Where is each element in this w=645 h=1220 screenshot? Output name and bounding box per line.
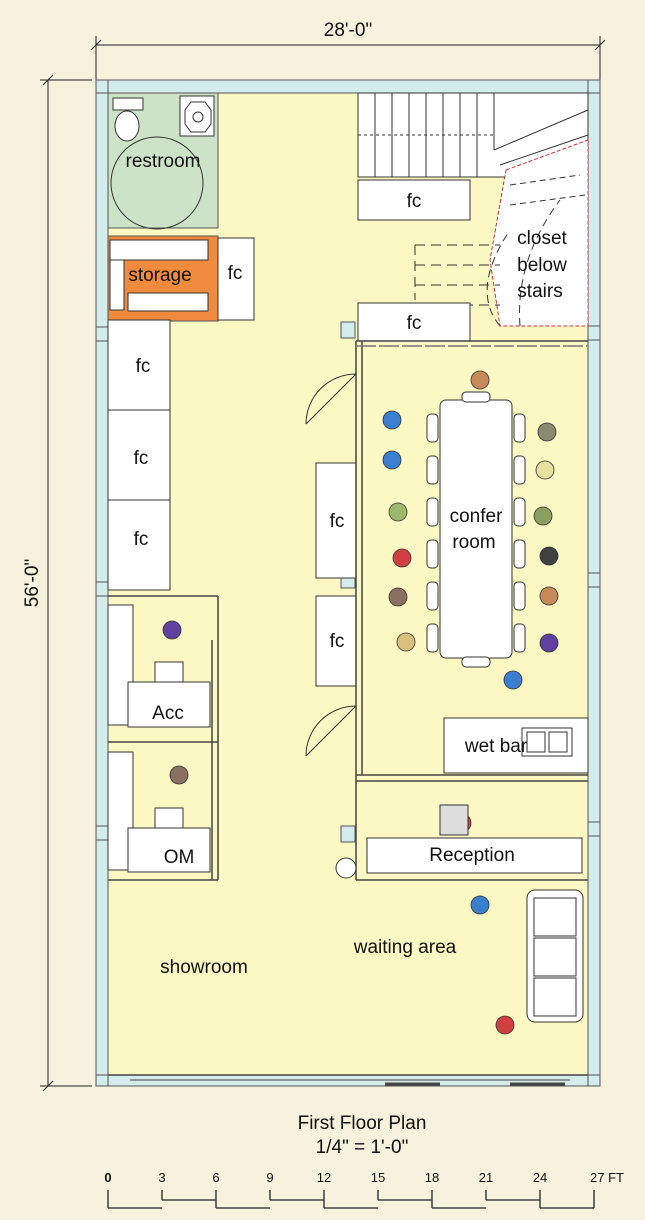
wall-columns: [95, 79, 601, 1087]
plan-scale: 1/4" = 1'-0": [316, 1137, 409, 1158]
closet-below-stairs-area: [414, 139, 589, 327]
filing-cabinets: [107, 179, 471, 687]
storage-label: storage: [128, 265, 191, 286]
interior-walls: [108, 340, 588, 1086]
acc-office-label: Acc: [152, 703, 184, 724]
closet-label-line2: below: [517, 255, 567, 276]
scale-tick-label: 0: [104, 1170, 111, 1185]
fc-label: fc: [228, 263, 243, 284]
scale-tick-label: 6: [212, 1170, 219, 1185]
fc-label: fc: [407, 191, 422, 212]
showroom-label: showroom: [160, 957, 248, 978]
doors: [305, 373, 357, 879]
closet-label-line1: closet: [517, 228, 567, 249]
turning-circle: [110, 136, 204, 230]
width-dimension-label: 28'-0": [324, 20, 372, 41]
fc-label: fc: [134, 448, 149, 469]
reception-desk: [366, 837, 583, 874]
reception-chair: [439, 804, 469, 836]
scale-tick-label: 18: [425, 1170, 439, 1185]
conference-room-label-line2: room: [452, 532, 495, 553]
scale-tick-label: 3: [158, 1170, 165, 1185]
scale-tick-label: 12: [317, 1170, 331, 1185]
closet-label-line3: stairs: [517, 281, 562, 302]
fc-label: fc: [407, 313, 422, 334]
plan-title: First Floor Plan: [298, 1113, 427, 1134]
restroom-label: restroom: [126, 151, 201, 172]
height-dimension-label: 56'-0": [22, 559, 43, 607]
scale-tick-label: 24: [533, 1170, 547, 1185]
fc-label: fc: [330, 511, 345, 532]
toilet-icon: [114, 110, 140, 142]
om-office-label: OM: [164, 847, 195, 868]
sink-basin: [184, 101, 212, 133]
conference-chairs: [426, 391, 526, 668]
dimension-lines: [40, 36, 606, 1092]
fc-label: fc: [330, 631, 345, 652]
scale-tick-label: 9: [266, 1170, 273, 1185]
scale-tick-label: 27 FT: [590, 1170, 624, 1185]
office-desks: [107, 604, 211, 873]
conference-room-label-line1: confer: [450, 506, 503, 527]
scale-bar: [107, 1190, 595, 1209]
wet-bar-label: wet bar: [464, 736, 528, 757]
reception-label: Reception: [429, 845, 515, 866]
scale-tick-label: 15: [371, 1170, 385, 1185]
scale-tick-label: 21: [479, 1170, 493, 1185]
fc-label: fc: [134, 529, 149, 550]
conference-table: [439, 399, 513, 659]
toilet-tank: [112, 97, 144, 111]
fc-label: fc: [136, 356, 151, 377]
waiting-area-label: waiting area: [353, 937, 457, 958]
